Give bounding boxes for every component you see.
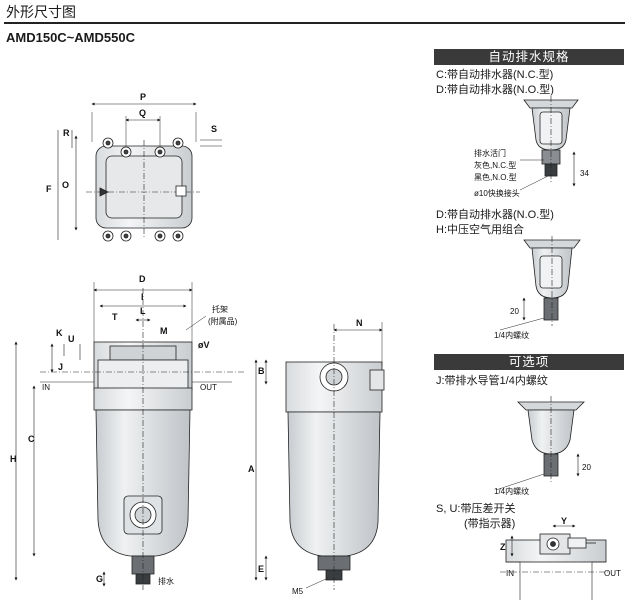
option-su-diagram <box>500 524 610 600</box>
dim-u: U <box>68 334 75 344</box>
fitting-label: ø10快换接头 <box>474 188 520 198</box>
dim-a: A <box>248 464 255 474</box>
dim-f: F <box>46 184 52 194</box>
dim-l: L <box>140 306 146 316</box>
title-rule <box>4 22 625 24</box>
auto-drain-diagram <box>519 96 579 191</box>
dim-o: O <box>62 180 69 190</box>
dim-k: K <box>56 328 63 338</box>
dim-t: T <box>112 312 118 322</box>
front-in-label: IN <box>42 383 50 392</box>
dim-34-label: 34 <box>580 169 589 178</box>
side-view <box>254 322 385 590</box>
option-su-line2: (带指示器) <box>464 518 516 530</box>
dim-v: øV <box>198 340 210 350</box>
option-j-line: J:带排水导管1/4内螺纹 <box>436 375 548 387</box>
su-in-label: IN <box>506 569 514 578</box>
model-name: AMD150C~AMD550C <box>6 30 135 45</box>
dim-g: G <box>96 574 103 584</box>
bracket-label: 托架 <box>212 304 228 314</box>
dim-n: N <box>356 318 363 328</box>
option-j-diagram <box>495 396 585 491</box>
auto-drain-line1: C:带自动排水器(N.C.型) <box>436 69 554 81</box>
j-thread-label: 1/4内螺纹 <box>494 486 529 496</box>
gray-nc-label: 灰色,N.C.型 <box>474 160 516 170</box>
auto-drain-line2: D:带自动排水器(N.O.型) <box>436 84 554 96</box>
combo-diagram <box>499 236 581 331</box>
option-su-line1: S, U:带压差开关 <box>436 503 516 515</box>
auto-drain-heading: 自动排水规格 <box>434 49 624 65</box>
combo-line1: D:带自动排水器(N.O.型) <box>436 209 554 221</box>
dim-m: M <box>160 326 168 336</box>
drain-label: 排水 <box>158 576 174 586</box>
dim-s: S <box>211 124 217 134</box>
dim-q: Q <box>139 108 146 118</box>
bracket-sub-label: (附属品) <box>208 316 238 326</box>
dim-r: R <box>63 128 70 138</box>
j-dim20-label: 20 <box>582 463 591 472</box>
dim-c: C <box>28 434 35 444</box>
options-heading: 可选项 <box>434 354 624 370</box>
dim-d: D <box>139 274 146 284</box>
dim-i: I <box>141 292 144 302</box>
dim-j: J <box>58 362 63 372</box>
black-no-label: 黑色,N.O.型 <box>474 172 517 182</box>
dim-e: E <box>258 564 264 574</box>
dim-z: Z <box>500 542 506 552</box>
dim-h: H <box>10 454 17 464</box>
dim-p: P <box>140 92 146 102</box>
dim-b: B <box>258 366 265 376</box>
page-title: 外形尺寸图 <box>6 4 76 20</box>
combo-line2: H:中压空气用组合 <box>436 224 524 236</box>
front-out-label: OUT <box>200 383 217 392</box>
top-view <box>57 102 222 242</box>
m5-label: M5 <box>292 587 304 596</box>
su-out-label: OUT <box>604 569 621 578</box>
combo-thread-label: 1/4内螺纹 <box>494 330 529 340</box>
drain-valve-label: 排水活门 <box>474 148 506 158</box>
front-view <box>14 282 246 590</box>
dim-y: Y <box>561 516 567 526</box>
combo-dim20-label: 20 <box>510 307 519 316</box>
